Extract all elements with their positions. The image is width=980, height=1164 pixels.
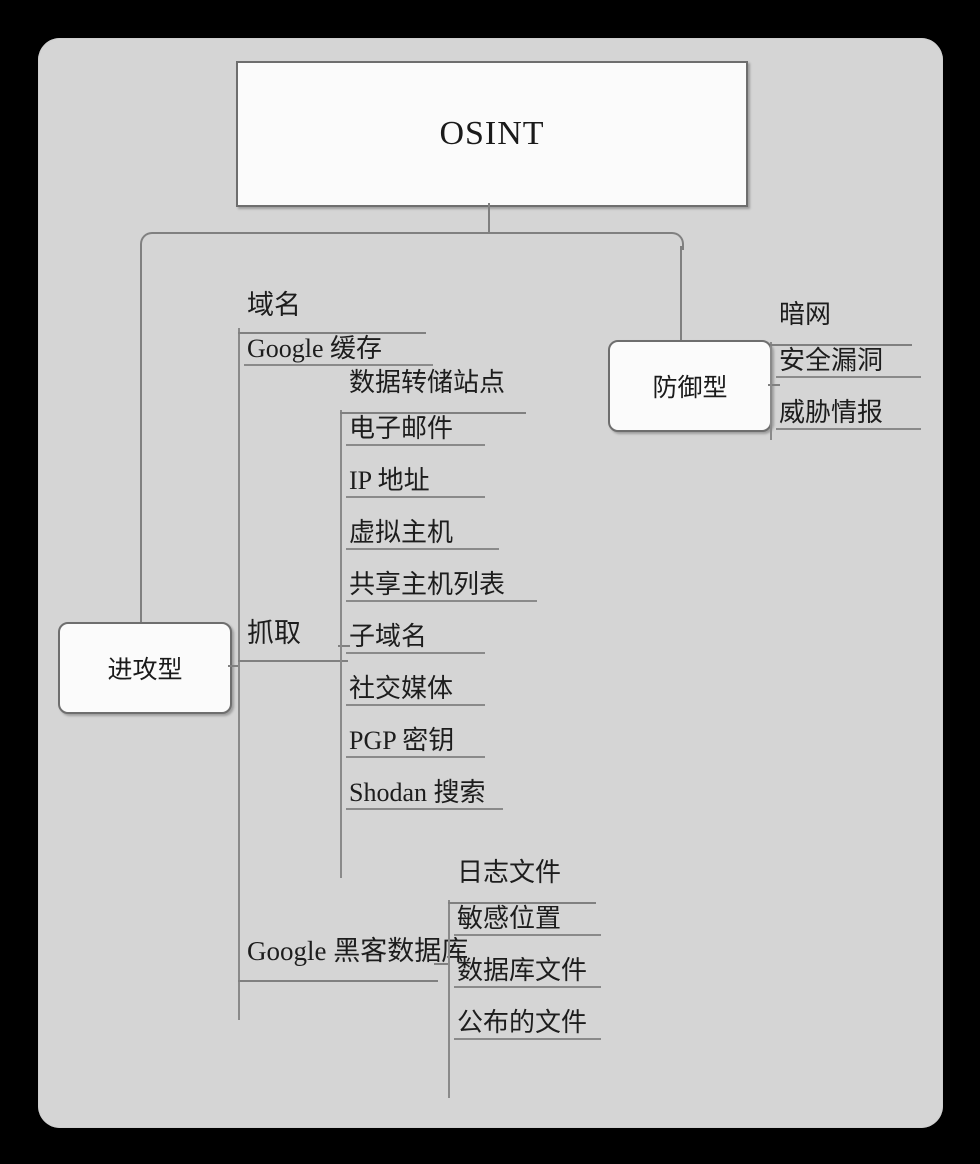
group-header-domain[interactable]: 域名: [247, 290, 301, 320]
group-header-ghdb[interactable]: Google 黑客数据库: [247, 936, 469, 966]
connector-crawl-to-items: [338, 645, 350, 647]
spine-ghdb-items: [448, 900, 450, 1098]
spine-crawl-items: [340, 410, 342, 878]
leaf-crawl-4[interactable]: 共享主机列表: [346, 570, 537, 603]
underline-domain-header: [238, 332, 426, 334]
group-header-crawl[interactable]: 抓取: [247, 618, 301, 648]
underline-ghdb-0: [448, 902, 596, 904]
spine-offensive: [238, 328, 240, 1020]
leaf-google-cache[interactable]: Google 缓存: [244, 334, 433, 367]
node-offensive-label: 进攻型: [107, 657, 183, 684]
leaf-crawl-0[interactable]: 数据转储站点: [349, 368, 506, 397]
leaf-crawl-8[interactable]: Shodan 搜索: [346, 778, 503, 811]
leaf-defensive-0[interactable]: 暗网: [779, 300, 832, 329]
underline-ghdb-header: [238, 980, 438, 982]
leaf-defensive-1[interactable]: 安全漏洞: [776, 346, 921, 379]
underline-crawl-header: [238, 660, 348, 662]
connector-ghdb-to-items: [434, 963, 448, 965]
leaf-ghdb-1[interactable]: 敏感位置: [454, 904, 601, 937]
connector-defensive-drop: [680, 246, 682, 340]
leaf-crawl-7[interactable]: PGP 密钥: [346, 726, 485, 759]
leaf-defensive-2[interactable]: 威胁情报: [776, 398, 921, 431]
leaf-crawl-6[interactable]: 社交媒体: [346, 674, 485, 707]
underline-defensive-0: [770, 344, 912, 346]
leaf-ghdb-2[interactable]: 数据库文件: [454, 956, 601, 989]
connector-defensive-to-items: [768, 384, 780, 386]
spine-defensive-items: [770, 342, 772, 440]
leaf-crawl-1[interactable]: 电子邮件: [346, 414, 485, 447]
node-defensive[interactable]: 防御型: [608, 340, 772, 432]
node-osint-label: OSINT: [439, 115, 545, 152]
connector-offensive-to-groups: [228, 665, 238, 667]
node-offensive[interactable]: 进攻型: [58, 622, 232, 714]
leaf-crawl-5[interactable]: 子域名: [346, 622, 485, 655]
leaf-crawl-2[interactable]: IP 地址: [346, 466, 485, 499]
connector-root-stem: [488, 203, 490, 233]
leaf-ghdb-0[interactable]: 日志文件: [457, 858, 562, 887]
node-osint[interactable]: OSINT: [236, 61, 748, 207]
connector-root-bracket: [140, 232, 684, 250]
underline-crawl-0: [340, 412, 526, 414]
leaf-ghdb-3[interactable]: 公布的文件: [454, 1008, 601, 1041]
connector-offensive-drop: [140, 246, 142, 622]
leaf-crawl-3[interactable]: 虚拟主机: [346, 518, 499, 551]
node-defensive-label: 防御型: [652, 375, 728, 402]
diagram-canvas: OSINT 进攻型 域名 Google 缓存 抓取 数据转储站点 电子邮件 IP…: [38, 38, 943, 1128]
